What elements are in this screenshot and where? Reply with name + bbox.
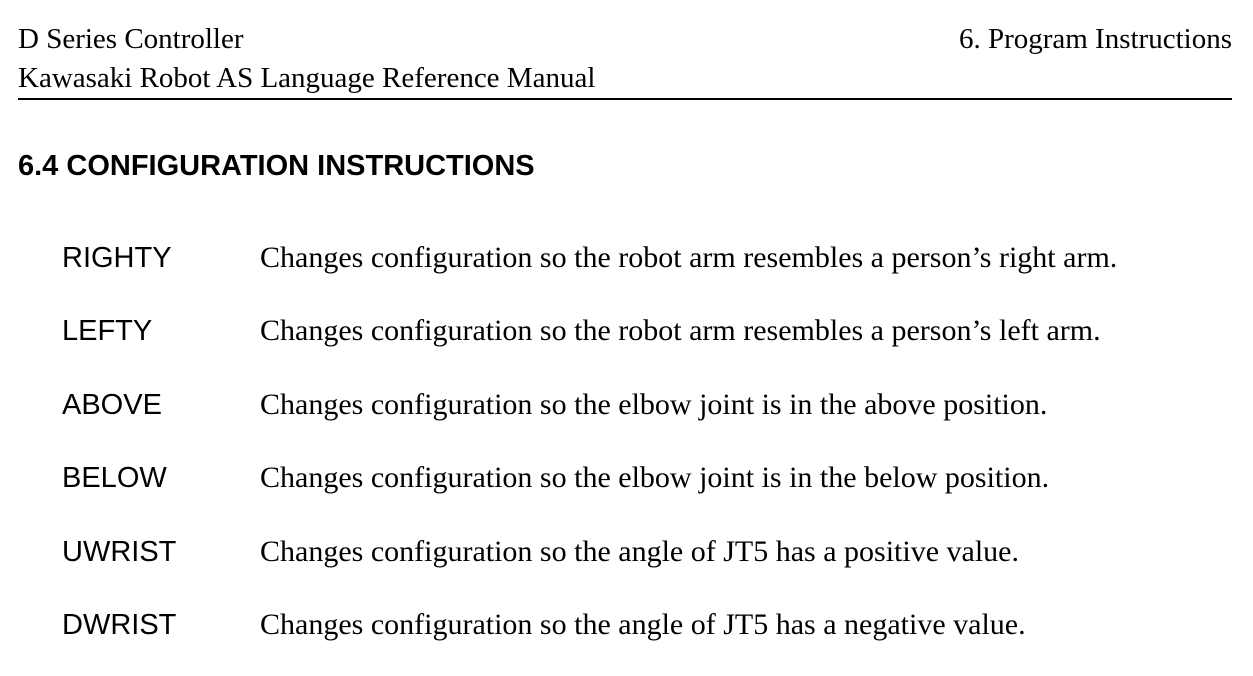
instruction-name: LEFTY bbox=[62, 315, 153, 348]
instruction-row-below: BELOW Changes configuration so the elbow… bbox=[62, 456, 1242, 529]
instruction-description: Changes configuration so the elbow joint… bbox=[260, 461, 1050, 495]
instruction-list: RIGHTY Changes configuration so the robo… bbox=[62, 236, 1242, 676]
controller-series-title: D Series Controller bbox=[18, 23, 244, 55]
manual-title-block: D Series Controller Kawasaki Robot AS La… bbox=[18, 20, 595, 98]
section-heading: 6.4 CONFIGURATION INSTRUCTIONS bbox=[18, 150, 535, 182]
manual-title: Kawasaki Robot AS Language Reference Man… bbox=[18, 62, 596, 94]
instruction-row-uwrist: UWRIST Changes configuration so the angl… bbox=[62, 530, 1242, 603]
instruction-row-above: ABOVE Changes configuration so the elbow… bbox=[62, 383, 1242, 456]
instruction-name: RIGHTY bbox=[62, 242, 172, 274]
instruction-name: DWRIST bbox=[62, 608, 177, 641]
instruction-row-righty: RIGHTY Changes configuration so the robo… bbox=[62, 236, 1242, 309]
instruction-row-dwrist: DWRIST Changes configuration so the angl… bbox=[62, 603, 1242, 676]
instruction-description: Changes configuration so the angle of JT… bbox=[260, 607, 1026, 641]
instruction-description: Changes configuration so the robot arm r… bbox=[260, 314, 1101, 348]
instruction-name: BELOW bbox=[62, 462, 167, 495]
instruction-description: Changes configuration so the robot arm r… bbox=[260, 241, 1118, 274]
instruction-description: Changes configuration so the angle of JT… bbox=[260, 534, 1019, 568]
chapter-title: 6. Program Instructions bbox=[958, 23, 1232, 55]
instruction-description: Changes configuration so the elbow joint… bbox=[260, 387, 1048, 421]
instruction-name: ABOVE bbox=[62, 388, 162, 421]
instruction-name: UWRIST bbox=[62, 535, 177, 568]
page-header: D Series Controller Kawasaki Robot AS La… bbox=[18, 20, 1232, 100]
instruction-row-lefty: LEFTY Changes configuration so the robot… bbox=[62, 309, 1242, 382]
